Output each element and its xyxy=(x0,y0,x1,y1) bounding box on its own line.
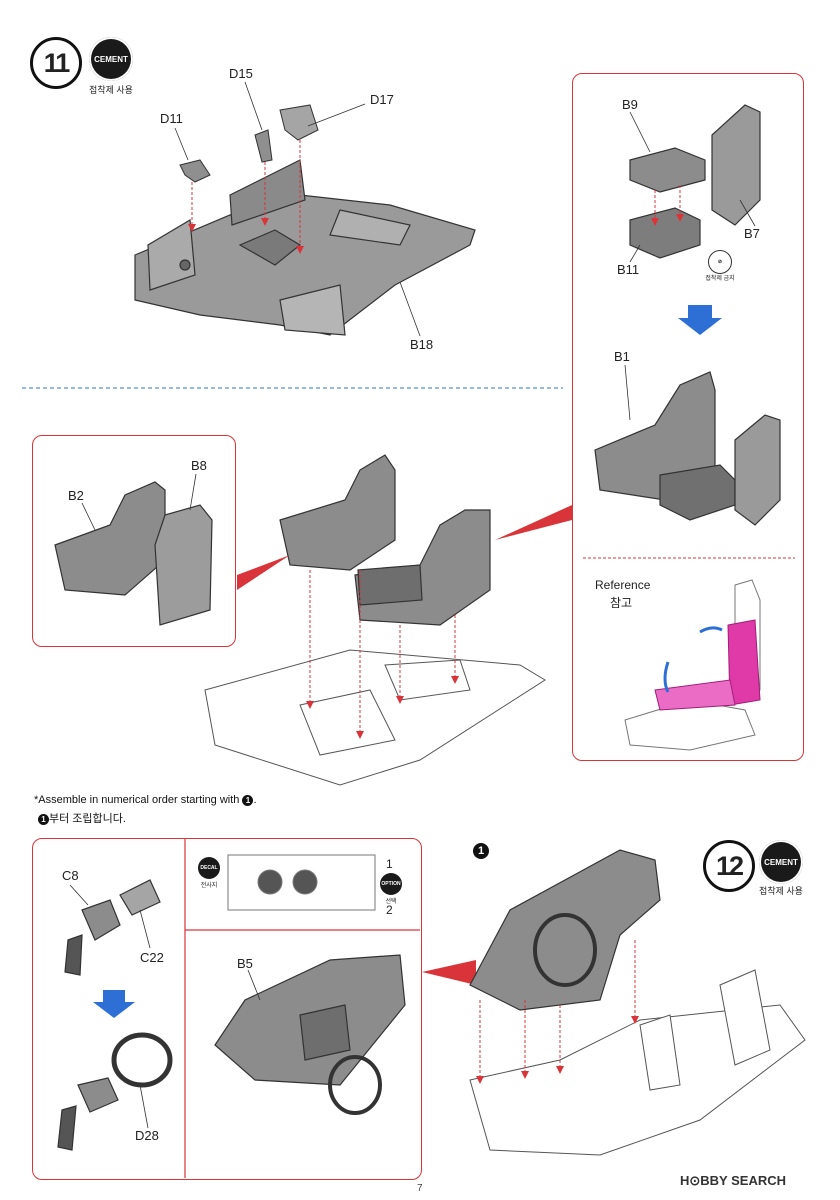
seat-b1-assembly-drawing xyxy=(594,371,781,526)
option-number-1: 1 xyxy=(386,857,393,871)
no-cement-icon: ⊘ xyxy=(708,250,732,274)
middle-seats xyxy=(279,454,491,626)
bullet-1-icon-large: 1 xyxy=(473,843,489,859)
down-arrow-icon xyxy=(678,305,722,335)
option-label: 선택 xyxy=(385,899,397,905)
detail-panel-left xyxy=(32,435,236,647)
connector-wedge-left xyxy=(237,555,290,590)
part-label-b18: B18 xyxy=(410,337,434,352)
cement-icon: CEMENT xyxy=(89,37,133,81)
steering-wheel-d28-drawing xyxy=(57,1032,173,1151)
part-label-d11: D11 xyxy=(160,111,183,126)
dashboard-b5-drawing xyxy=(214,954,406,1115)
reference-label-en: Reference xyxy=(595,578,651,592)
step-11-badge: 11 xyxy=(30,37,82,89)
part-label-d28: D28 xyxy=(135,1128,159,1143)
part-label-b7: B7 xyxy=(744,226,760,241)
step-12-badge: 12 xyxy=(703,840,755,892)
part-label-b8: B8 xyxy=(191,458,207,473)
cement-label-2: 접착제 사용 xyxy=(759,886,803,896)
connector-wedge-step12 xyxy=(422,960,476,985)
floor-b18-drawing xyxy=(134,159,476,336)
watermark: H⊙BBY SEARCH xyxy=(680,1173,786,1188)
down-arrow-icon-2 xyxy=(93,990,135,1018)
option-icon: OPTION xyxy=(380,873,402,895)
part-label-c8: C8 xyxy=(62,868,79,883)
dashboard-assembly-drawing xyxy=(469,849,661,1011)
part-label-b2: B2 xyxy=(68,488,84,503)
steering-column-c8-c22-drawing xyxy=(64,879,161,976)
page-number: 7 xyxy=(417,1183,423,1194)
small-parts-d11-d15-d17 xyxy=(179,104,319,183)
reference-highlight xyxy=(654,619,761,711)
instruction-en: *Assemble in numerical order starting wi… xyxy=(34,794,257,806)
option-number-2: 2 xyxy=(386,903,393,917)
part-label-d15: D15 xyxy=(229,66,253,81)
decal-label: 전사지 xyxy=(200,883,218,889)
bullet-1-icon: 1 xyxy=(38,813,49,825)
part-label-b11: B11 xyxy=(617,262,640,277)
bullet-1-icon: 1 xyxy=(242,794,254,806)
reference-label-ko: 참고 xyxy=(610,596,633,610)
part-label-c22: C22 xyxy=(140,950,164,965)
cabin-floor-outline xyxy=(469,969,806,1156)
detail-panel-right xyxy=(572,73,804,761)
decal-icon: DECAL xyxy=(198,857,220,879)
dashboard-decal-thumbnail xyxy=(227,854,376,911)
console-b9-b11-drawing xyxy=(629,104,761,259)
part-label-b1: B1 xyxy=(614,349,630,364)
floor-seats-assembly xyxy=(204,649,546,786)
connector-wedge-right xyxy=(495,505,572,540)
cement-label: 접착제 사용 xyxy=(89,85,133,95)
cement-icon-2: CEMENT xyxy=(759,840,803,884)
part-label-b9: B9 xyxy=(622,97,638,112)
no-cement-label: 접착제 금지 xyxy=(705,276,735,282)
part-label-b5: B5 xyxy=(237,956,253,971)
part-label-d17: D17 xyxy=(370,92,394,107)
detail-panel-step12 xyxy=(32,838,422,1180)
rotate-arrow-icon xyxy=(699,626,723,634)
seat-b2-b8-drawing xyxy=(54,481,213,626)
